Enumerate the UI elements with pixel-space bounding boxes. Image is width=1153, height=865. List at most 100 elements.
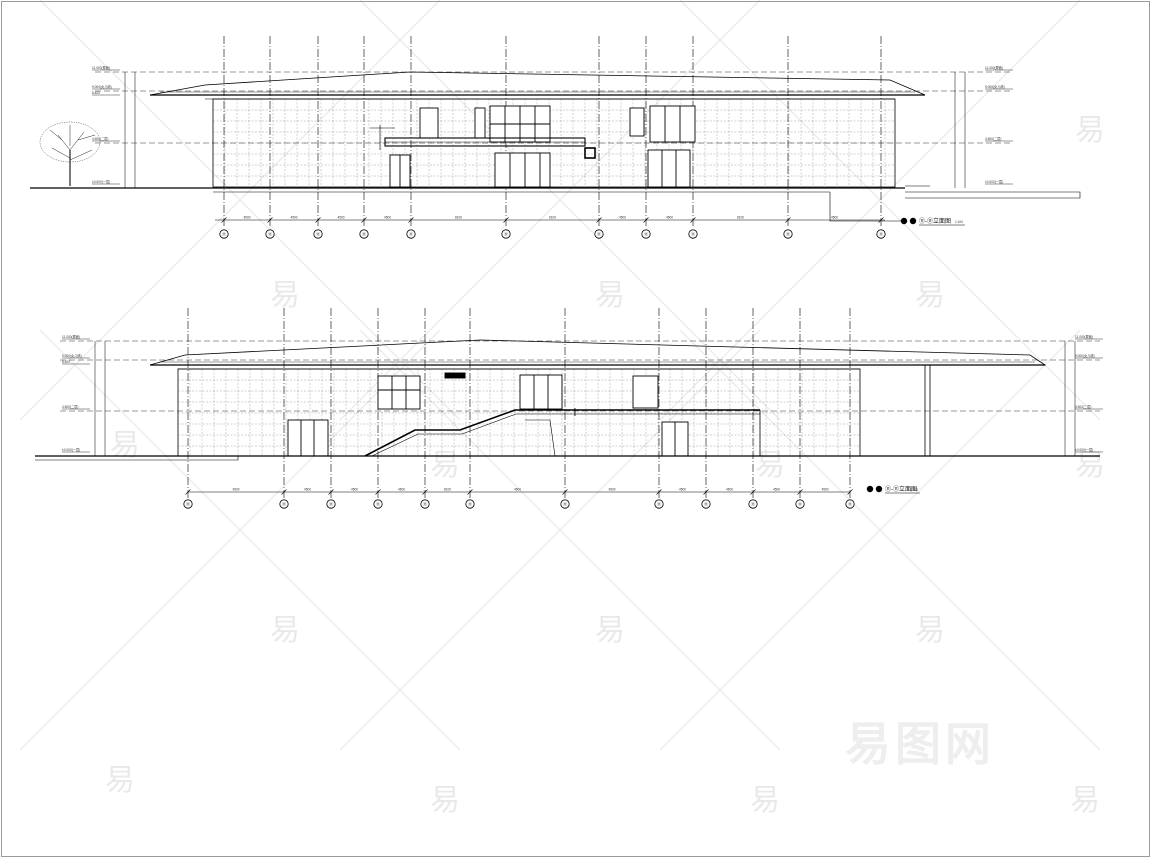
axis-label: ⑪ [329, 501, 333, 507]
stair [364, 408, 761, 457]
axis-bubble: ⑪ [641, 229, 651, 239]
dimension-tick [361, 217, 367, 223]
axis-bubble: ⑪ [279, 499, 289, 509]
level-label: 4.500(二层) [1075, 404, 1091, 409]
axis-bubble: ⑪ [219, 229, 229, 239]
ground-line [30, 185, 1081, 222]
ground-line [35, 455, 1100, 461]
level-label: 9.000(女儿墙) [62, 353, 82, 358]
watermark-logo: 易图网 [845, 717, 995, 771]
axis-bubble: ⑪ [594, 229, 604, 239]
dimension-value: 8100 [455, 216, 462, 220]
dimension-tick [503, 217, 509, 223]
watermark-glyph: 易 [755, 448, 785, 483]
dimension-tick [562, 489, 568, 495]
watermark-glyph: 易 [430, 783, 460, 818]
watermark-glyph: 易 [915, 613, 945, 648]
watermark-cross-lines [19, 0, 1101, 751]
dimension-tick [267, 217, 273, 223]
dimension-value: 4500 [351, 488, 358, 492]
level-labels: 11.000(屋面)9.000(女儿墙)8.4004.500(二层)±0.000… [92, 65, 1013, 185]
dimension-tick [467, 489, 473, 495]
elevation-title: ⑪-⑪立面图 [919, 217, 951, 225]
level-label: ±0.000(一层) [1075, 447, 1093, 452]
dimension-value: 4500 [726, 488, 733, 492]
level-label: 11.000(屋面) [92, 65, 110, 70]
axis-label: ⑪ [504, 231, 508, 237]
axis-bubble: ⑪ [373, 499, 383, 509]
axis-label: ⑪ [468, 501, 472, 507]
level-label: 11.000(屋面) [985, 65, 1003, 70]
axis-label: ⑪ [786, 231, 790, 237]
elevation-scale: 1:100 [910, 488, 918, 492]
axis-label: ⑪ [316, 231, 320, 237]
dimension-value: 4500 [337, 216, 344, 220]
dimension-value: 8100 [737, 216, 744, 220]
axis-bubble: ⑪ [313, 229, 323, 239]
level-label: 11.000(屋面) [1075, 334, 1093, 339]
axis-bubble: ⑪ [359, 229, 369, 239]
canopy-column [924, 365, 931, 456]
axis-bubble: ⑪ [654, 499, 664, 509]
axis-label: ⑪ [423, 501, 427, 507]
axis-label: ⑪ [644, 231, 648, 237]
axis-bubble: ⑪ [501, 229, 511, 239]
axis-label: ⑪ [597, 231, 601, 237]
watermark-glyph: 易 [915, 278, 945, 313]
dimension-tick [797, 489, 803, 495]
level-labels: 11.000(屋面) 9.000(女儿墙) 8.400 4.500(二层) ±0.000… [62, 334, 1103, 453]
axis-label: ⑪ [691, 231, 695, 237]
watermark-glyph: 易 [1070, 783, 1100, 818]
dimension-value: 4500 [232, 488, 239, 492]
windows [287, 372, 689, 457]
dimension-tick [785, 217, 791, 223]
dimension-value: 8100 [549, 216, 556, 220]
level-label: 8.400 [62, 360, 70, 364]
dimension-tick [221, 217, 227, 223]
dimension-value: 8100 [444, 488, 451, 492]
level-lines [95, 71, 1010, 144]
caption-bottom: ⑪-⑪立面图 1:100 [866, 485, 920, 494]
watermark-glyph: 易 [110, 428, 140, 463]
elevation-title: ⑪-⑪立面图 [885, 485, 917, 493]
axis-label: ⑪ [751, 501, 755, 507]
level-label: 9.000(女儿墙) [92, 84, 112, 89]
level-label: ±0.000(一层) [985, 179, 1003, 184]
elevation-scale: 1:100 [955, 220, 963, 224]
balcony [370, 125, 596, 159]
facade-panel [177, 368, 861, 457]
level-label: 4.500(二层) [985, 136, 1001, 141]
level-label: 11.000(屋面) [62, 334, 80, 339]
dimension-tick [690, 217, 696, 223]
level-label: 9.000(女儿墙) [985, 84, 1005, 89]
watermark-glyph: 易 [595, 613, 625, 648]
dimension-tick [656, 489, 662, 495]
watermark-glyph: 易 [1075, 113, 1105, 148]
dimension-tick [422, 489, 428, 495]
dimension-tick [703, 489, 709, 495]
dimension-value: 4500 [821, 488, 828, 492]
axis-label: ⑪ [362, 231, 366, 237]
dimension-value: 4500 [398, 488, 405, 492]
axis-label: ⑪ [563, 501, 567, 507]
dimension-tick [847, 489, 853, 495]
dimension-tick [643, 217, 649, 223]
axis-bubble: ⑪ [688, 229, 698, 239]
axis-bubble: ⑪ [795, 499, 805, 509]
axis-label: ⑪ [409, 231, 413, 237]
side-columns [124, 72, 966, 188]
axis-bubble: ⑪ [701, 499, 711, 509]
axis-bubble: ⑪ [465, 499, 475, 509]
dimension-tick [878, 217, 884, 223]
caption-top: ⑪-⑪立面图 1:100 [900, 217, 965, 226]
level-label: 9.000(女儿墙) [1075, 353, 1095, 358]
watermark-layer: 易 易 易 易 易 易 易 易 易 易 易 易 易 易 易 易图网 [19, 0, 1105, 818]
watermark-glyph: 易 [270, 613, 300, 648]
axis-label: ⑪ [282, 501, 286, 507]
dimension-tick [185, 489, 191, 495]
windows [389, 105, 696, 188]
